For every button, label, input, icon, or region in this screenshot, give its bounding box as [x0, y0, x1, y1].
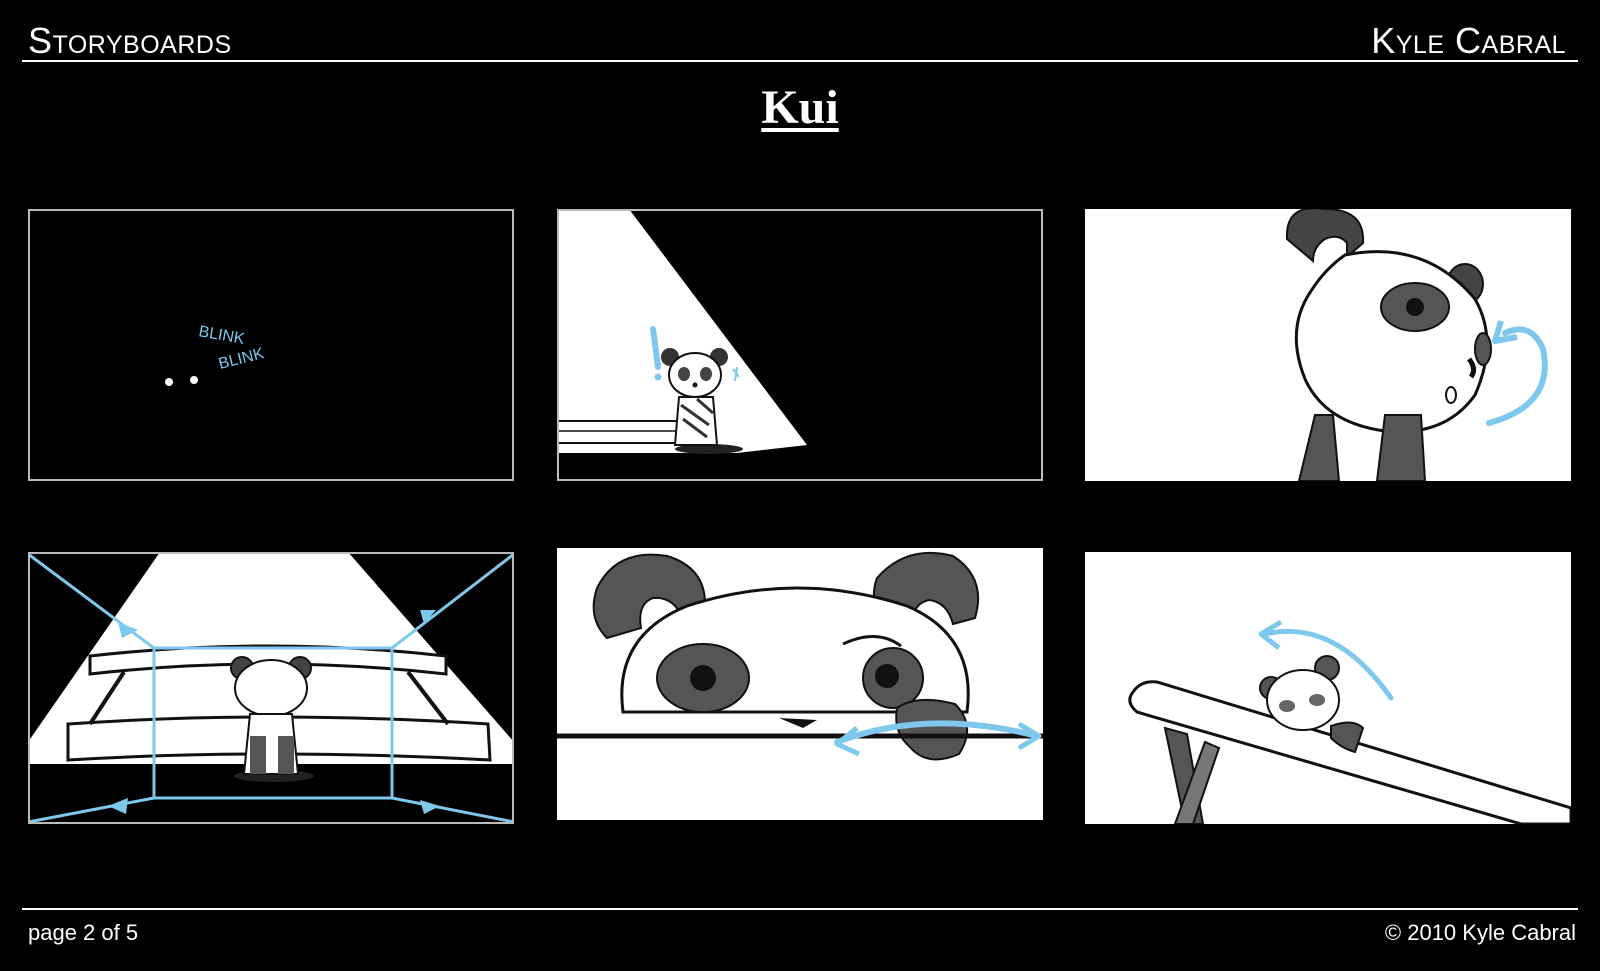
panda-small	[661, 348, 728, 446]
rotate-arrow	[1262, 628, 1394, 701]
storyboard-panel-2	[557, 209, 1043, 481]
turn-arrow	[1486, 326, 1548, 426]
panel-4-drawing	[28, 552, 514, 824]
storyboard-panel-3	[1085, 209, 1571, 481]
eye-dot-left	[165, 378, 173, 386]
page-number: page 2 of 5	[28, 920, 139, 945]
panel-1-drawing: BLINK BLINK	[28, 209, 514, 481]
section-title: Storyboards	[28, 20, 232, 61]
panel-5-drawing	[557, 548, 1043, 820]
panda-peeking	[592, 551, 980, 761]
spotlight-beam	[557, 209, 807, 453]
panda-back	[230, 656, 312, 775]
copyright-notice: © 2010 Kyle Cabral	[1384, 920, 1576, 945]
railing	[1128, 680, 1571, 824]
page-header: Storyboards Kyle Cabral	[22, 0, 1578, 62]
shake-arrow	[834, 720, 1040, 745]
page-footer: page 2 of 5 © 2010 Kyle Cabral	[22, 908, 1578, 960]
author-name: Kyle Cabral	[1371, 20, 1566, 61]
storyboard-panel-4	[28, 552, 514, 824]
panda-head-closeup	[1285, 209, 1492, 481]
panel-6-drawing	[1085, 552, 1571, 824]
storyboard-title: Kui	[761, 81, 839, 134]
panel-2-drawing	[557, 209, 1043, 481]
storyboard-panel-1: BLINK BLINK	[28, 209, 514, 481]
panda-leaning	[1259, 655, 1365, 754]
storyboard-panel-6	[1085, 552, 1571, 824]
eye-dot-right	[190, 376, 198, 384]
storyboard-panel-5	[557, 548, 1043, 820]
panel-3-drawing	[1085, 209, 1571, 481]
